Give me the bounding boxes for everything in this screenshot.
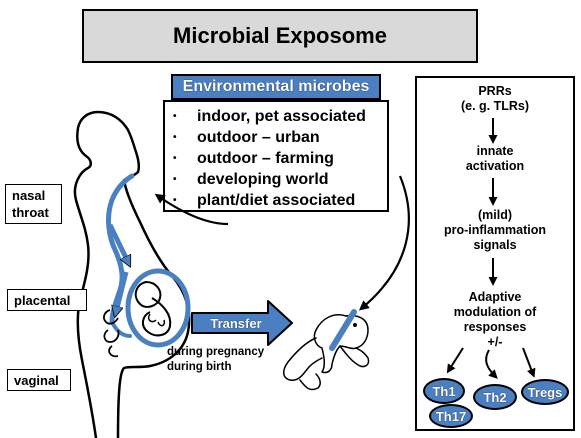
bullet-icon: • <box>173 195 177 206</box>
innate-line: innate <box>476 144 514 158</box>
pathway-arrows <box>446 118 536 379</box>
internal-pathway-icon <box>106 173 135 338</box>
intestine-icon <box>103 309 120 358</box>
branch-arrow-icon <box>485 349 498 379</box>
bullet-icon: • <box>173 111 177 122</box>
tregs-cell: Tregs <box>521 379 569 405</box>
innate-text: innate activation <box>417 144 573 174</box>
branch-arrow-icon <box>522 347 536 378</box>
env-to-mother-arrow-icon <box>154 193 229 226</box>
baby-icon <box>283 314 370 391</box>
branch-arrow-icon <box>446 347 464 374</box>
bullet-icon: • <box>173 153 177 164</box>
label-nasal: nasal <box>12 188 46 203</box>
signals-text: (mild) pro-inflammation signals <box>417 208 573 253</box>
env-item: • outdoor – urban <box>173 127 387 148</box>
pro-inflammation-line: pro-inflammation <box>443 223 547 237</box>
env-item-label: plant/diet associated <box>197 191 356 209</box>
fetus-icon <box>125 268 191 348</box>
th17-cell: Th17 <box>429 404 473 428</box>
environmental-microbes-header: Environmental microbes <box>171 74 381 100</box>
mode-birth: during birth <box>167 361 232 373</box>
label-throat: throat <box>12 205 49 220</box>
mild-line: (mild) <box>477 208 513 222</box>
th2-cell: Th2 <box>473 384 517 410</box>
transfer-label: Transfer <box>210 315 262 331</box>
label-nasal-throat: nasal throat <box>5 184 62 224</box>
env-to-baby-arrow-icon <box>358 175 410 311</box>
adaptive-line: Adaptive <box>468 290 522 304</box>
bullet-icon: • <box>173 132 177 143</box>
env-item: • developing world <box>173 169 387 190</box>
env-item-label: indoor, pet associated <box>197 107 366 125</box>
prrs-example-line: (e. g. TLRs) <box>460 99 530 113</box>
adaptive-text: Adaptive modulation of responses +/- <box>417 290 573 350</box>
transfer-arrow-icon <box>191 300 293 346</box>
bullet-icon: • <box>173 174 177 185</box>
env-item: • plant/diet associated <box>173 190 387 211</box>
th1-cell: Th1 <box>423 378 465 404</box>
prrs-text: PRRs (e. g. TLRs) <box>417 84 573 114</box>
env-item-label: outdoor – urban <box>197 128 320 146</box>
baby-pathway-icon <box>329 309 357 351</box>
mode-pregnancy: during pregnancy <box>167 346 265 358</box>
diagram-title: Microbial Exposome <box>82 9 478 63</box>
env-item: • outdoor – farming <box>173 148 387 169</box>
env-item-label: developing world <box>197 170 329 188</box>
env-item: • indoor, pet associated <box>173 106 387 127</box>
immune-pathway-panel: PRRs (e. g. TLRs) innate activation (mil… <box>415 76 575 431</box>
responses-line: responses <box>463 320 527 334</box>
modulation-line: modulation of <box>453 305 537 319</box>
env-item-label: outdoor – farming <box>197 149 334 167</box>
plus-minus-line: +/- <box>487 335 503 349</box>
signals-line: signals <box>473 238 517 252</box>
transfer-modes: during pregnancy during birth <box>167 345 264 375</box>
prrs-line: PRRs <box>478 84 512 98</box>
environmental-microbes-list: • indoor, pet associated • outdoor – urban… <box>163 100 389 212</box>
label-placental: placental <box>7 289 87 311</box>
activation-line: activation <box>465 159 525 173</box>
label-vaginal: vaginal <box>7 369 71 391</box>
